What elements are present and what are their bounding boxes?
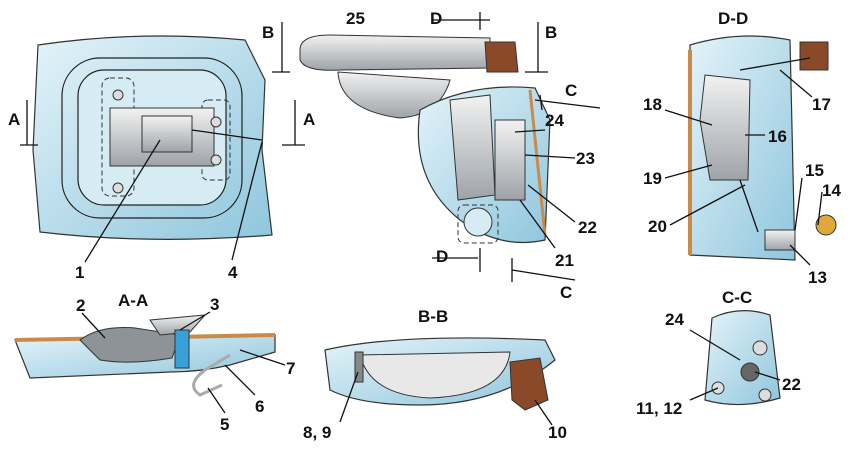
section-cc-view xyxy=(704,310,781,406)
callout-4: 4 xyxy=(228,263,238,282)
section-marker-d: D xyxy=(430,9,442,28)
callout-23: 23 xyxy=(576,149,595,168)
view-title-bb: B-B xyxy=(418,307,448,326)
callout-20: 20 xyxy=(648,217,667,236)
section-bb-view xyxy=(324,337,556,411)
callout-14: 14 xyxy=(822,181,841,200)
callout-15: 15 xyxy=(805,161,824,180)
callout-6: 6 xyxy=(255,397,264,416)
callout-11-12: 11, 12 xyxy=(636,399,682,418)
callout-1: 1 xyxy=(75,263,84,282)
callout-22: 22 xyxy=(782,375,801,394)
section-dd-view xyxy=(688,35,837,261)
front-view-panel xyxy=(32,35,273,240)
callout-25: 25 xyxy=(346,9,365,28)
outer-handle-top-view xyxy=(299,34,519,119)
callout-19: 19 xyxy=(643,169,662,188)
callout-3: 3 xyxy=(210,295,219,314)
callout-18: 18 xyxy=(643,95,662,114)
section-marker-d: D xyxy=(436,247,448,266)
callout-5: 5 xyxy=(220,415,229,434)
section-marker-c: C xyxy=(565,81,577,100)
callout-21: 21 xyxy=(555,251,574,270)
callout-10: 10 xyxy=(548,423,567,442)
callout-13: 13 xyxy=(808,268,827,287)
section-marker-a: A xyxy=(303,110,315,129)
section-marker-c: C xyxy=(560,283,572,302)
lock-mechanism-view xyxy=(417,86,551,244)
callout-7: 7 xyxy=(286,359,295,378)
section-marker-b: B xyxy=(262,23,274,42)
callout-24: 24 xyxy=(545,111,564,130)
callout-17: 17 xyxy=(812,95,831,114)
callout-24: 24 xyxy=(665,310,684,329)
view-title-aa: A-A xyxy=(118,291,148,310)
callout-2: 2 xyxy=(76,296,85,315)
callout-22: 22 xyxy=(578,218,597,237)
section-marker-b: B xyxy=(545,23,557,42)
callout-16: 16 xyxy=(768,127,787,146)
section-marker-a: A xyxy=(8,110,20,129)
view-title-cc: C-C xyxy=(722,288,752,307)
callout-8-9: 8, 9 xyxy=(303,423,331,442)
view-title-dd: D-D xyxy=(718,9,748,28)
section-aa-view xyxy=(14,314,276,397)
